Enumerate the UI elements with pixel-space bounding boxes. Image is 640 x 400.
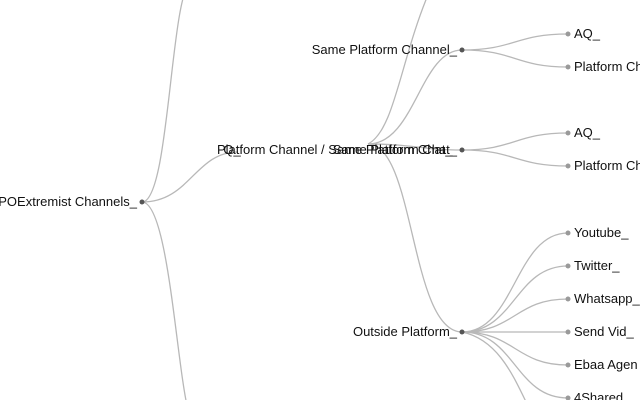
leaf-label[interactable]: Youtube_: [574, 225, 629, 240]
root-node[interactable]: [139, 199, 145, 205]
link-branch-group-1: [367, 49, 463, 145]
leaf-label[interactable]: AQ_: [574, 125, 601, 140]
leaf-label[interactable]: Platform Ch: [574, 158, 640, 173]
link-root-branch: [141, 151, 239, 203]
branch-label[interactable]: Platform Channel / Same Platform Chat_: [217, 142, 453, 157]
link-branch-up: [367, 0, 427, 145]
leaf-label[interactable]: 4Shared_: [574, 390, 631, 400]
leaf-node[interactable]: [565, 395, 571, 400]
group-3-node[interactable]: [459, 329, 465, 335]
leaf-node[interactable]: [565, 263, 571, 269]
leaf-node[interactable]: [565, 230, 571, 236]
root-label[interactable]: POExtremist Channels_: [0, 194, 138, 209]
leaf-node[interactable]: [565, 130, 571, 136]
link-group-2-leaf-1: [461, 132, 569, 151]
leaf-label[interactable]: Whatsapp_: [574, 291, 640, 306]
group-label[interactable]: Outside Platform_: [353, 324, 458, 339]
leaf-node[interactable]: [565, 64, 571, 70]
link-root-up: [141, 0, 184, 203]
group-label[interactable]: Same Platform Channel_: [312, 42, 458, 57]
leaf-node[interactable]: [565, 329, 571, 335]
group-label[interactable]: Same Platform Chat_: [333, 142, 458, 157]
link-group-3-extra: [461, 331, 526, 400]
leaf-label[interactable]: Send Vid_: [574, 324, 635, 339]
link-group-3-leaf-3: [461, 298, 569, 333]
leaf-node[interactable]: [565, 31, 571, 37]
link-group-3-leaf-6: [461, 331, 569, 399]
leaf-node[interactable]: [565, 362, 571, 368]
leaf-label[interactable]: Ebaa Agen: [574, 357, 638, 372]
link-group-2-leaf-2: [461, 149, 569, 167]
link-group-3-leaf-5: [461, 331, 569, 366]
link-group-1-leaf-1: [461, 33, 569, 51]
link-branch-group-2: [367, 143, 463, 151]
link-branch-group-3: [367, 143, 463, 333]
link-group-3-leaf-2: [461, 265, 569, 333]
leaf-label[interactable]: Twitter_: [574, 258, 620, 273]
link-group-3-leaf-1: [461, 232, 569, 333]
link-group-1-leaf-2: [461, 49, 569, 68]
leaf-label[interactable]: AQ_: [574, 26, 601, 41]
group-2-node[interactable]: [459, 147, 465, 153]
group-1-node[interactable]: [459, 47, 465, 53]
link-root-down: [141, 201, 187, 400]
branch-overlap-label: Q_: [223, 142, 241, 157]
leaf-label[interactable]: Platform Ch: [574, 59, 640, 74]
leaf-node[interactable]: [565, 163, 571, 169]
leaf-node[interactable]: [565, 296, 571, 302]
